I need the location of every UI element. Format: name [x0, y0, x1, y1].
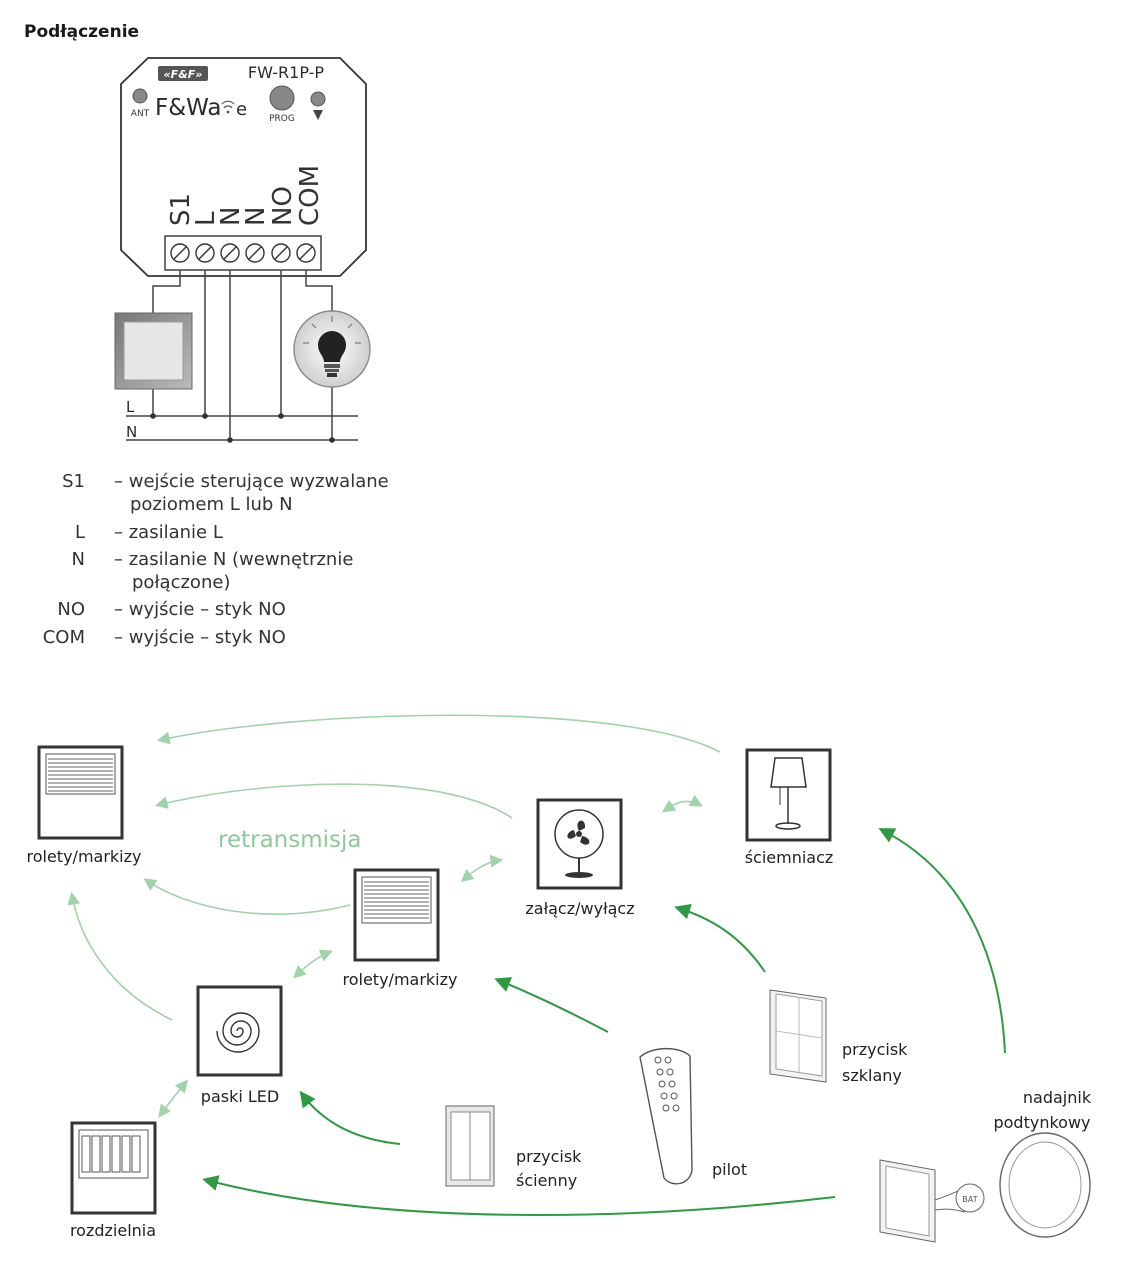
- node-label-wall-button-1: przycisk: [516, 1147, 582, 1166]
- relay-module: «F&F» FW-R1P-P ANT F&Wa e PROG S1 L N N …: [120, 57, 367, 277]
- dimmer-node: ściemniacz: [745, 748, 834, 867]
- terminal-label-n1: N: [216, 207, 246, 226]
- arrow-led-blinds-link: [292, 949, 333, 979]
- arrow-dimmer-to-blinds-left: [156, 714, 721, 753]
- blinds-center-node: rolety/markizy: [343, 868, 458, 989]
- line-label-l: L: [126, 398, 135, 416]
- node-label-dimmer: ściemniacz: [745, 848, 834, 867]
- node-label-wall-button-2: ścienny: [516, 1171, 577, 1190]
- legend-term-com: COM: [43, 627, 85, 648]
- glass-button-icon: [769, 989, 827, 1083]
- node-label-led: paski LED: [201, 1087, 279, 1106]
- light-bulb-icon: [293, 310, 371, 388]
- brand-name-a: F&Wa: [155, 95, 222, 121]
- brand-name-b: e: [236, 99, 247, 120]
- network-arrows: [67, 714, 1006, 1216]
- node-label-glass-button-2: szklany: [842, 1066, 902, 1085]
- terminal-label-com: COM: [295, 165, 325, 226]
- ant-label: ANT: [131, 109, 150, 119]
- legend-desc-s1-line1: – wejście sterujące wyzwalane: [114, 471, 389, 492]
- distribution-board-node: rozdzielnia: [70, 1121, 157, 1240]
- antenna-led: [132, 88, 148, 104]
- terminal-label-l: L: [191, 211, 221, 226]
- terminal-legend: S1 – wejście sterujące wyzwalane poziome…: [43, 471, 389, 648]
- flush-transmitter-node: nadajnik podtynkowy BAT: [879, 1088, 1092, 1243]
- transmitter-icon: BAT: [879, 1132, 1091, 1243]
- arrow-blinds-center-to-blinds-left: [143, 878, 351, 915]
- node-label-blinds-left: rolety/markizy: [27, 847, 142, 866]
- wall-button-icon: [445, 1105, 495, 1187]
- line-label-n: N: [126, 423, 137, 441]
- node-label-board: rozdzielnia: [70, 1221, 156, 1240]
- arrow-led-to-blinds-left: [67, 891, 173, 1021]
- terminal-block: [164, 235, 322, 271]
- retransmission-label: retransmisja: [218, 827, 362, 853]
- legend-term-s1: S1: [62, 471, 85, 492]
- svg-text:BAT: BAT: [962, 1195, 977, 1204]
- glass-button-node: przycisk szklany: [769, 989, 908, 1085]
- arrow-wall-button-to-led: [299, 1090, 401, 1145]
- brand-logo-badge: [158, 66, 208, 81]
- arrow-fan-dimmer-link: [662, 794, 703, 813]
- arrow-transmitter-to-board: [202, 1175, 836, 1216]
- node-label-transmitter-1: nadajnik: [1023, 1088, 1092, 1107]
- terminal-label-n2: N: [241, 207, 271, 226]
- arrow-remote-to-blinds: [494, 977, 609, 1033]
- legend-term-l: L: [75, 522, 85, 543]
- legend-term-n: N: [72, 549, 85, 570]
- node-label-switch: załącz/wyłącz: [525, 899, 634, 918]
- remote-icon: [639, 1047, 693, 1185]
- led-strips-node: paski LED: [196, 985, 283, 1106]
- arrow-blinds-fan-link: [460, 854, 504, 883]
- node-label-glass-button-1: przycisk: [842, 1040, 908, 1059]
- wall-switch-icon: [114, 312, 193, 390]
- remote-node: pilot: [639, 1047, 747, 1185]
- legend-term-no: NO: [57, 599, 85, 620]
- legend-desc-no: – wyjście – styk NO: [114, 599, 286, 620]
- arrow-glass-button-to-fan: [674, 903, 766, 973]
- legend-desc-l: – zasilanie L: [114, 522, 223, 543]
- wiring: [126, 270, 358, 443]
- antenna-icon: [313, 110, 323, 120]
- node-label-remote: pilot: [712, 1160, 747, 1179]
- prog-button[interactable]: [269, 85, 295, 111]
- status-led: [310, 91, 326, 107]
- node-label-transmitter-2: podtynkowy: [993, 1113, 1090, 1132]
- wall-button-node: przycisk ścienny: [445, 1105, 582, 1190]
- led-spiral-icon: [196, 985, 283, 1077]
- legend-desc-n-line1: – zasilanie N (wewnętrznie: [114, 549, 353, 570]
- model-label: FW-R1P-P: [248, 63, 325, 82]
- terminal-label-no: NO: [268, 186, 298, 226]
- arrow-transmitter-to-dimmer: [878, 828, 1006, 1054]
- legend-desc-s1-line2: poziomem L lub N: [130, 494, 293, 515]
- switch-fan-node: załącz/wyłącz: [525, 798, 635, 918]
- brand-logo: «F&F»: [164, 68, 203, 81]
- wifi-icon: [221, 100, 235, 114]
- arrow-board-led-link: [158, 1079, 189, 1118]
- legend-desc-com: – wyjście – styk NO: [114, 627, 286, 648]
- page-title: Podłączenie: [24, 22, 139, 42]
- prog-label: PROG: [269, 114, 295, 124]
- blinds-left-node: rolety/markizy: [27, 745, 142, 866]
- terminal-label-s1: S1: [166, 193, 196, 226]
- node-label-blinds-center: rolety/markizy: [343, 970, 458, 989]
- legend-desc-n-line2: połączone): [132, 572, 230, 593]
- screw-terminals: [170, 243, 316, 263]
- arrow-fan-to-blinds-left: [154, 783, 513, 819]
